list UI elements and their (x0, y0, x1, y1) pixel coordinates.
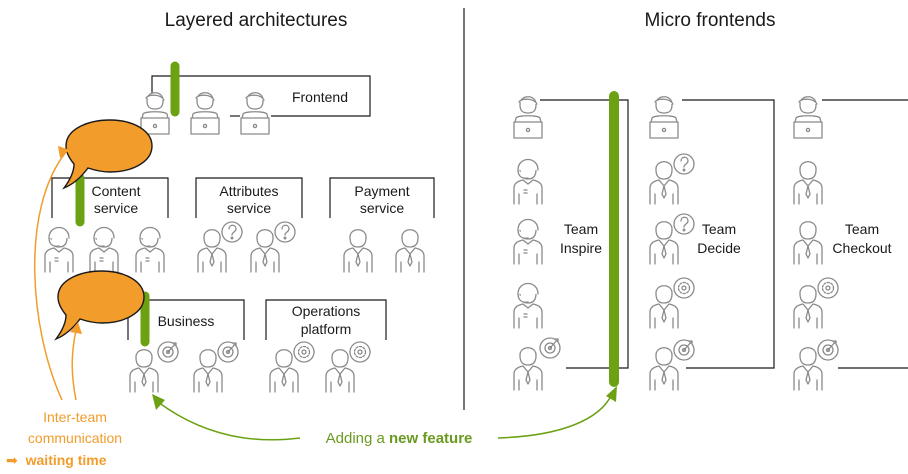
target-person-icon (129, 349, 159, 393)
question-person-icon (197, 229, 227, 273)
attributes-service-layer: Attributes service (195, 177, 303, 273)
target-person-icon (513, 347, 543, 391)
speech-bubble-icon (55, 270, 145, 340)
team-checkout-label-1: Team (845, 221, 879, 237)
laptop-person-icon (793, 96, 823, 139)
operations-platform-label-2: platform (301, 321, 352, 337)
team-inspire: Team Inspire (513, 91, 629, 391)
team-inspire-label-2: Inspire (560, 240, 602, 256)
content-service-label-1: Content (91, 183, 140, 199)
arrow-right-icon: ➡ (6, 452, 18, 468)
question-person-icon (649, 161, 679, 205)
communication-label-1: Inter-team (43, 409, 107, 425)
communication-label-2: communication (28, 430, 122, 446)
content-service-layer: Content service (44, 173, 169, 273)
laptop-person-icon (513, 96, 543, 139)
tie-person-icon (793, 161, 823, 205)
laptop-person-icon (649, 96, 679, 139)
team-decide-label-1: Team (702, 221, 736, 237)
business-label: Business (158, 313, 215, 329)
tie-person-icon (395, 229, 425, 273)
tie-person-icon (343, 229, 373, 273)
attributes-service-label-2: service (227, 200, 272, 216)
gear-person-icon (325, 349, 355, 393)
frontend-label: Frontend (292, 89, 348, 105)
layered-title: Layered architectures (165, 10, 348, 31)
gear-person-icon (269, 349, 299, 393)
payment-service-layer: Payment service (329, 177, 435, 273)
headset-person-icon (513, 158, 543, 205)
payment-service-label-2: service (360, 200, 405, 216)
laptop-person-icon (190, 92, 220, 135)
headset-person-icon (513, 218, 543, 265)
question-person-icon (649, 221, 679, 265)
communication-arrows (33, 151, 77, 401)
attributes-service-label-1: Attributes (219, 183, 278, 199)
target-person-icon (793, 347, 823, 391)
headset-person-icon (135, 226, 165, 273)
frontend-layer: Frontend (140, 61, 371, 135)
team-inspire-label-1: Team (564, 221, 598, 237)
team-checkout-label-2: Checkout (832, 240, 891, 256)
feature-arrow-left (157, 401, 301, 441)
gear-person-icon (649, 285, 679, 329)
team-checkout: Team Checkout (793, 96, 908, 391)
question-person-icon (250, 229, 280, 273)
operations-platform-label-1: Operations (292, 303, 360, 319)
payment-service-label-1: Payment (354, 183, 409, 199)
team-decide: Team Decide (649, 96, 775, 391)
headset-person-icon (513, 282, 543, 329)
team-decide-label-2: Decide (697, 240, 741, 256)
gear-person-icon (793, 285, 823, 329)
feature-arrow-right (497, 393, 613, 439)
laptop-person-icon (140, 92, 170, 135)
laptop-person-icon (240, 92, 270, 135)
adding-feature-label: Adding a new feature (326, 430, 473, 447)
micro-frontends-title: Micro frontends (645, 10, 776, 31)
waiting-time-label: ➡ waiting time (6, 452, 107, 468)
headset-person-icon (44, 226, 74, 273)
operations-platform-layer: Operations platform (265, 299, 387, 393)
headset-person-icon (89, 226, 119, 273)
content-service-label-2: service (94, 200, 139, 216)
tie-person-icon (793, 221, 823, 265)
target-person-icon (193, 349, 223, 393)
business-layer: Business (127, 291, 245, 393)
target-person-icon (649, 347, 679, 391)
waiting-time-text: waiting time (25, 452, 107, 468)
